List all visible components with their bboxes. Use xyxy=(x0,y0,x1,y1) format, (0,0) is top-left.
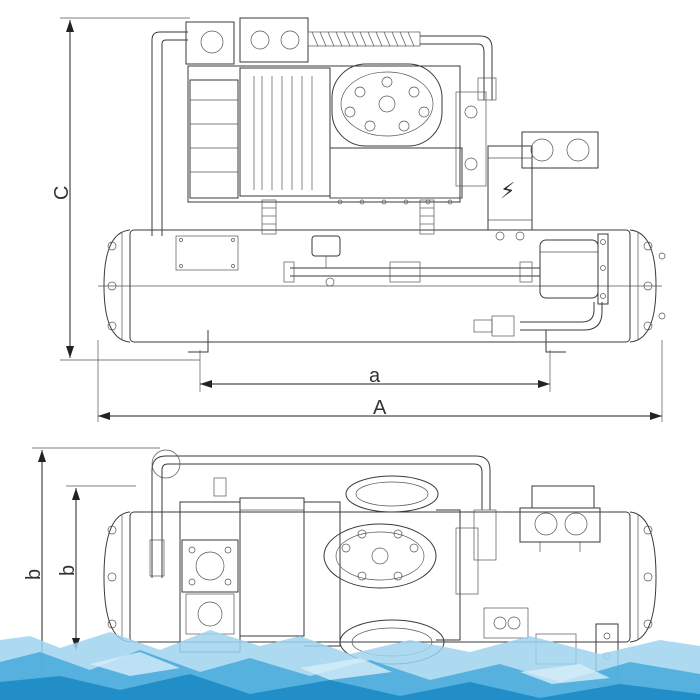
oil-pressure-switch xyxy=(455,91,487,187)
piping xyxy=(151,31,603,337)
dimension-lines-bottom xyxy=(32,447,160,690)
dimension-label-b-outer: b xyxy=(23,569,45,580)
discharge-valve xyxy=(239,17,309,63)
mount-foot-right xyxy=(545,330,566,353)
receiver-vessel-plan xyxy=(103,511,657,643)
terminal-box: ⚡ xyxy=(487,145,533,241)
pressure-gauges-plan xyxy=(519,485,601,552)
suction-valve xyxy=(185,21,235,65)
mount-foot-left xyxy=(188,330,209,353)
filter-drier xyxy=(539,233,609,305)
dimension-label-c: C xyxy=(51,186,73,200)
vibration-eliminator xyxy=(307,31,421,47)
nameplate xyxy=(175,235,239,271)
dimension-label-a-overall: A xyxy=(373,397,387,419)
vibration-mounts xyxy=(261,199,435,235)
piping-plan xyxy=(149,449,491,578)
solenoid-valve xyxy=(311,235,341,287)
dimension-label-a-small: a xyxy=(369,365,381,387)
decorative-water-band xyxy=(0,630,700,700)
dimension-label-b-inner: b xyxy=(57,565,79,576)
top-elevation-view: ⚡ C a A xyxy=(51,17,666,422)
dimension-lines-top xyxy=(60,17,663,422)
compressor xyxy=(185,17,463,205)
pressure-gauges xyxy=(521,131,599,169)
hazard-symbol: ⚡ xyxy=(500,179,515,204)
